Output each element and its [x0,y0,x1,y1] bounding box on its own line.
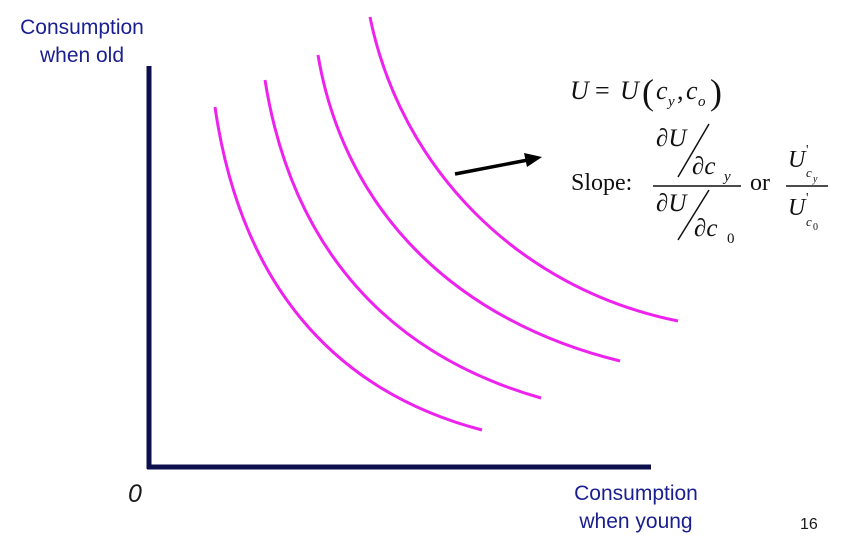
mu-bottom: U [788,195,807,221]
mu-bottom-sub: c [806,214,812,229]
mu-ratio: U ' c y U ' c 0 [786,143,828,233]
utility-paren-open: ( [642,72,654,112]
y-axis-label: Consumption when old [4,14,160,70]
mu-bottom-prime: ' [806,191,809,206]
x-axis-label-line1: Consumption [574,482,698,505]
y-axis-label-line2: when old [39,44,125,67]
utility-u-lhs: U [570,76,591,105]
mu-top-sub: c [806,165,812,180]
utility-function: U = U ( c y , c o ) [570,72,722,112]
slope-arrow-shaft [454,158,529,176]
slash-top [677,123,710,178]
slope-arrow-head [524,153,542,167]
indifference-curve-1 [213,106,483,432]
mu-bottom-subsub: 0 [813,222,818,233]
mu-top: U [788,147,807,173]
utility-comma: , [677,76,684,105]
x-axis-label-line2: when young [579,510,693,533]
page-number: 16 [800,516,818,533]
slash-bottom [677,189,710,241]
utility-cy-sub: y [666,94,675,110]
partial-c0-sub: 0 [727,231,735,247]
mu-top-subsub: y [812,174,818,185]
mrs-fraction: ∂U ∂c y ∂U ∂c 0 [653,123,741,247]
partial-u-top: ∂U [656,125,688,152]
slope-label: Slope: [571,170,633,196]
partial-cy: ∂c [692,153,715,180]
or-label: or [750,170,770,196]
utility-equals: = [595,76,610,105]
partial-c0: ∂c [694,215,717,242]
partial-cy-sub: y [722,169,731,185]
x-axis-label: Consumption when young [553,480,719,536]
mu-top-prime: ' [806,143,809,158]
utility-co: c [686,76,698,105]
indifference-curve-3 [316,54,621,363]
indifference-curve-2 [263,79,542,400]
utility-cy: c [656,76,668,105]
utility-co-sub: o [698,94,706,110]
origin-label: 0 [128,480,142,508]
utility-paren-close: ) [710,72,722,112]
y-axis-label-line1: Consumption [20,16,144,39]
partial-u-bottom: ∂U [656,190,688,217]
indifference-curve-4 [368,16,679,323]
utility-u-rhs: U [620,76,641,105]
